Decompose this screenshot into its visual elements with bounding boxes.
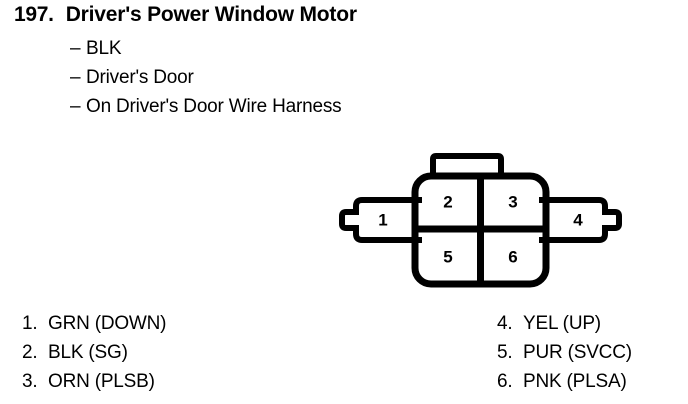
pin-legend-label: PNK (PLSA)	[523, 371, 627, 392]
detail-line-label: Driver's Door	[86, 67, 194, 88]
pin-legend-index: 1.	[22, 313, 38, 334]
pin-legend-index: 6.	[497, 371, 513, 392]
title-text: Driver's Power Window Motor	[65, 3, 357, 26]
pin-legend-label: YEL (UP)	[523, 313, 601, 334]
pin-legend-item: 2. BLK (SG)	[22, 342, 128, 364]
connector-pin-3: 3	[508, 193, 517, 212]
detail-line-label: BLK	[86, 38, 122, 59]
pin-legend-index: 3.	[22, 371, 38, 392]
dash-bullet-icon: –	[70, 38, 81, 59]
dash-bullet-icon: –	[70, 96, 81, 117]
connector-pin-4: 4	[573, 211, 583, 230]
pin-legend-item: 5. PUR (SVCC)	[497, 342, 632, 364]
dash-bullet-icon: –	[70, 67, 81, 88]
connector-top-tab	[430, 153, 504, 176]
connector-pin-2: 2	[443, 193, 452, 212]
pin-legend-label: GRN (DOWN)	[48, 313, 167, 334]
detail-line: –Driver's Door	[70, 67, 194, 89]
pin-legend-index: 2.	[22, 342, 38, 363]
page-title: 197. Driver's Power Window Motor	[14, 3, 357, 27]
detail-line: –On Driver's Door Wire Harness	[70, 96, 342, 118]
pin-legend-item: 6. PNK (PLSA)	[497, 371, 627, 393]
pin-legend-label: BLK (SG)	[48, 342, 128, 363]
detail-line-label: On Driver's Door Wire Harness	[86, 96, 342, 117]
pin-legend-item: 1. GRN (DOWN)	[22, 313, 167, 335]
pin-legend-label: PUR (SVCC)	[523, 342, 632, 363]
pin-legend-item: 3. ORN (PLSB)	[22, 371, 155, 393]
connector-pin-5: 5	[443, 248, 452, 267]
pin-legend-label: ORN (PLSB)	[48, 371, 155, 392]
connector-diagram: 1 2 3 4 5 6	[338, 150, 623, 290]
detail-line: –BLK	[70, 38, 122, 60]
pin-legend-index: 4.	[497, 313, 513, 334]
item-number: 197.	[14, 3, 54, 26]
pin-legend-index: 5.	[497, 342, 513, 363]
connector-left-wing	[339, 197, 422, 243]
connector-right-wing	[539, 197, 622, 243]
connector-pin-6: 6	[508, 248, 517, 267]
connector-pin-1: 1	[378, 211, 387, 230]
pin-legend-item: 4. YEL (UP)	[497, 313, 601, 335]
